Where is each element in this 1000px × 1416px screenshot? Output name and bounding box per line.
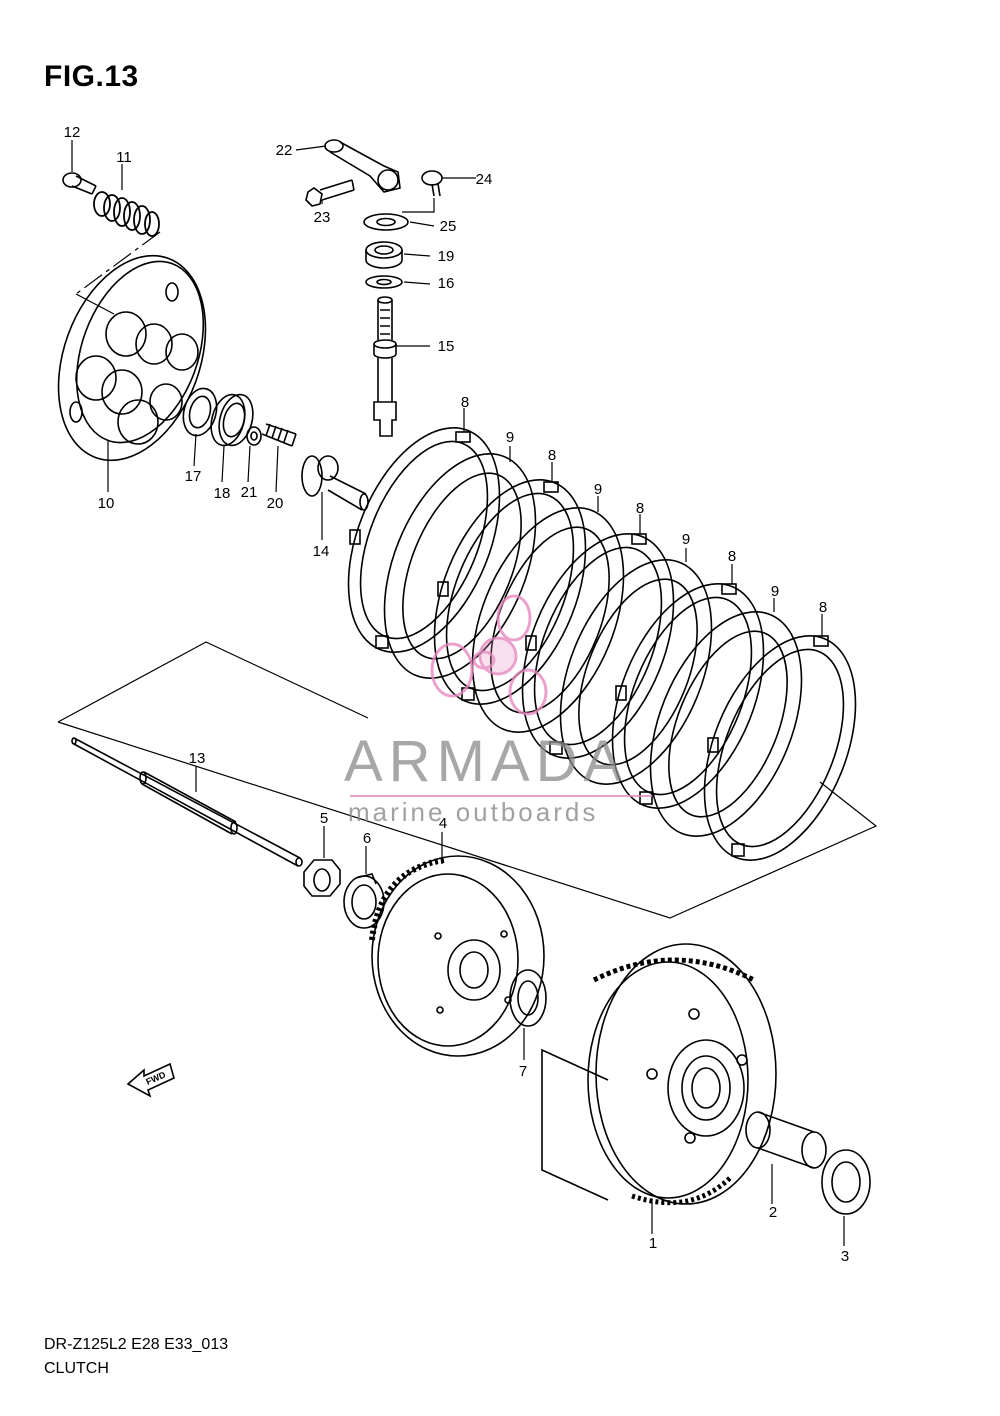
part-2-spacer (745, 1111, 827, 1169)
label-part-13: 13 (189, 750, 206, 767)
label-part-8: 8 (819, 599, 827, 616)
label-part-11: 11 (116, 149, 132, 166)
label-part-9: 9 (594, 481, 602, 498)
label-part-8: 8 (728, 548, 736, 565)
label-part-18: 18 (214, 485, 231, 502)
label-part-2: 2 (769, 1204, 777, 1221)
part-4-sleeve-hub (369, 855, 545, 1057)
label-part-25: 25 (440, 218, 457, 235)
label-part-8: 8 (461, 394, 469, 411)
model-code: DR-Z125L2 E28 E33_013 (44, 1336, 229, 1353)
label-part-8: 8 (548, 447, 556, 464)
figure-title: FIG.13 (44, 60, 139, 93)
section-name: CLUTCH (44, 1360, 109, 1377)
part-15-release-camshaft (373, 296, 397, 437)
label-part-14: 14 (313, 543, 330, 560)
part-8-drive-plate (347, 427, 501, 653)
part-8-drive-plate (521, 533, 675, 759)
label-part-12: 12 (64, 124, 81, 141)
part-10-pressure-plate (57, 254, 207, 462)
part-14-push-piece (301, 455, 369, 511)
label-part-17: 17 (185, 468, 202, 485)
part-9-driven-plate (649, 611, 803, 837)
label-part-9: 9 (506, 429, 514, 446)
part-11-spring (93, 191, 160, 237)
part-9-driven-plate (559, 559, 713, 785)
label-part-16: 16 (438, 275, 455, 292)
assembly-frame-lines (57, 198, 878, 919)
part-22-release-lever (324, 139, 401, 193)
label-part-5: 5 (320, 810, 328, 827)
part-1-clutch-housing (541, 943, 777, 1206)
label-part-15: 15 (438, 338, 455, 355)
part-9-driven-plate (471, 507, 625, 733)
label-part-9: 9 (682, 531, 690, 548)
label-part-22: 22 (276, 142, 293, 159)
part-7-washer (509, 969, 547, 1027)
part-12-bolt (62, 172, 97, 195)
label-part-7: 7 (519, 1063, 527, 1080)
part-24-screw (421, 170, 443, 197)
label-part-24: 24 (476, 171, 493, 188)
label-part-10: 10 (98, 495, 115, 512)
part-19-oil-seal (365, 241, 403, 269)
label-part-20: 20 (267, 495, 284, 512)
part-8-drive-plate (703, 635, 857, 861)
part-8-drive-plate (611, 583, 765, 809)
part-3-washer (821, 1149, 871, 1215)
watermark-brand: ARMADA (344, 729, 629, 794)
part-16-washer (365, 275, 403, 289)
part-17-washer (182, 387, 218, 437)
part-18-bearing (210, 393, 254, 447)
leader-lines (71, 140, 845, 1246)
fwd-arrow-icon (126, 1062, 175, 1098)
fwd-label: FWD (144, 1069, 167, 1087)
label-part-4: 4 (439, 815, 447, 832)
part-23-bolt (305, 179, 355, 207)
label-part-19: 19 (438, 248, 455, 265)
watermark-tagline: marine outboards (348, 797, 599, 827)
part-9-driven-plate (383, 453, 537, 679)
label-part-6: 6 (363, 830, 371, 847)
label-part-1: 1 (649, 1235, 657, 1252)
label-part-21: 21 (241, 484, 258, 501)
part-20-stud (261, 423, 297, 447)
label-part-8: 8 (636, 500, 644, 517)
watermark-logo-icon (430, 594, 548, 716)
part-5-nut (303, 859, 341, 897)
label-part-9: 9 (771, 583, 779, 600)
part-13-push-rod (71, 737, 303, 867)
part-25-washer (363, 213, 409, 231)
label-part-3: 3 (841, 1248, 849, 1265)
label-part-23: 23 (314, 209, 331, 226)
part-6-lock-washer (343, 873, 385, 929)
part-21-nut (246, 426, 262, 446)
